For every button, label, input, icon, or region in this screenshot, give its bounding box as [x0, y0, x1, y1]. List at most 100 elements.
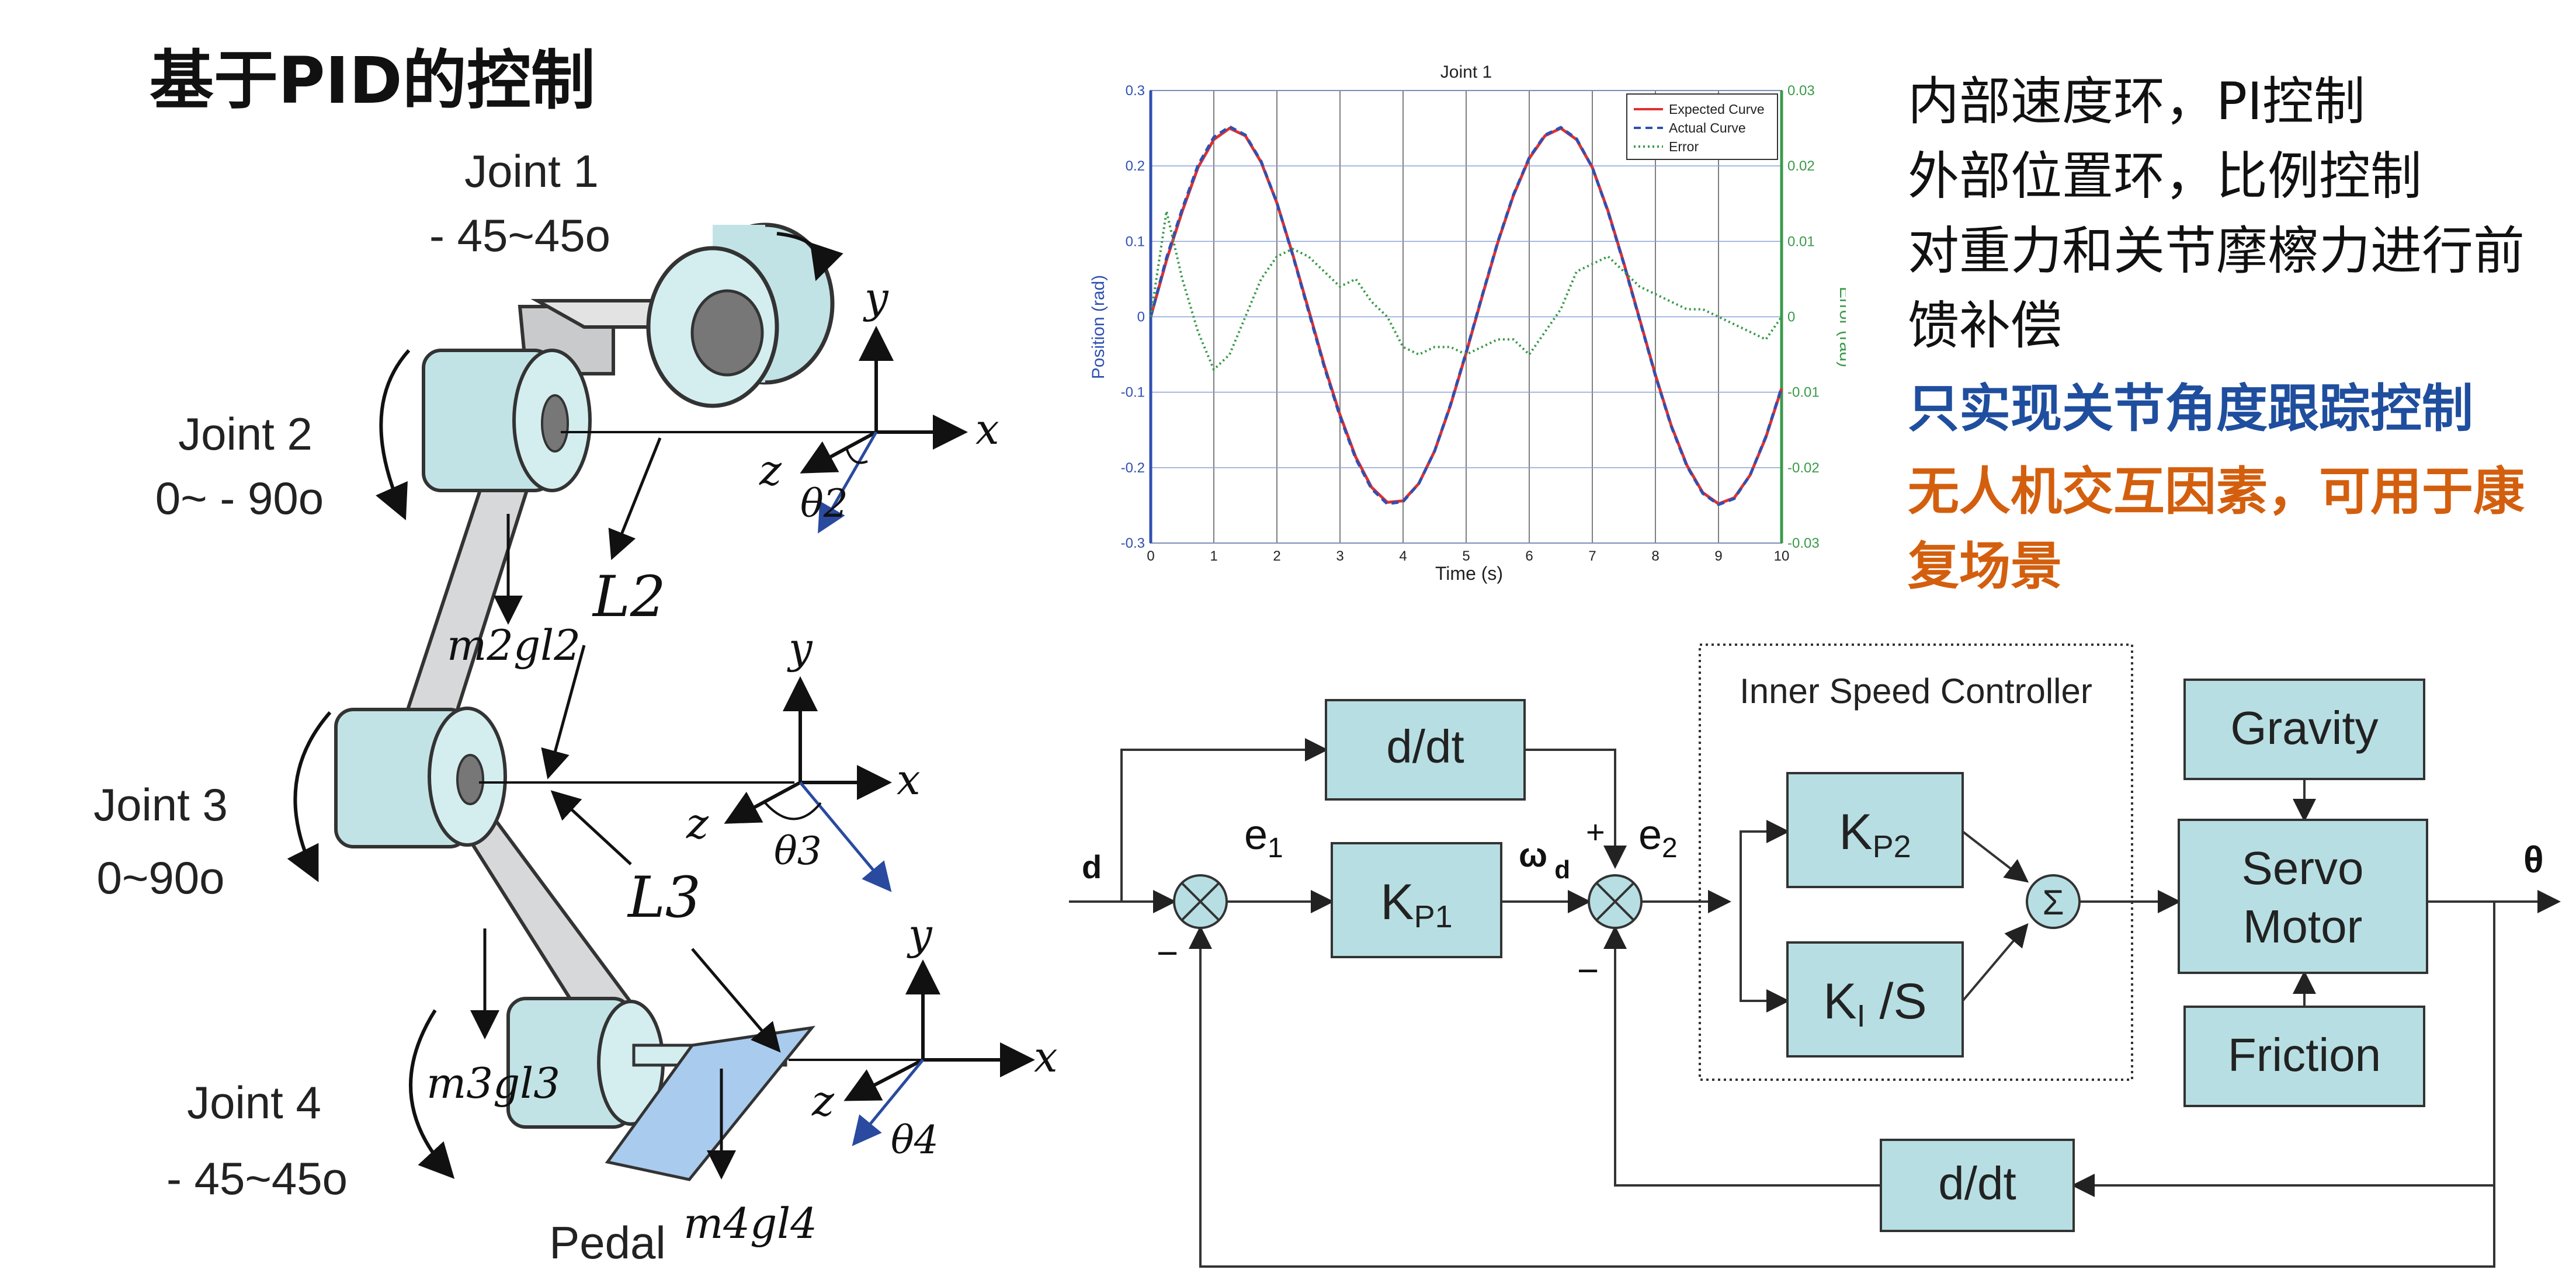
pedal-label: Pedal	[549, 1217, 666, 1268]
bullet-1: 内部速度环，PI控制	[1908, 71, 2366, 131]
joint-1-name: Joint 1	[464, 145, 599, 197]
inner-speed-controller-title: Inner Speed Controller	[1740, 672, 2092, 711]
joint-1-motor	[646, 222, 843, 408]
joint-2-motor	[376, 349, 592, 520]
sigma-sum-node: Σ	[2026, 874, 2081, 929]
y-tick-label: 0.3	[1126, 83, 1145, 99]
minus-sign-2: −	[1577, 949, 1599, 992]
frame-3	[479, 676, 892, 892]
joint-1-range: - 45~45o	[429, 210, 610, 261]
sigma-symbol: Σ	[2042, 883, 2064, 922]
y2-tick-label: -0.03	[1787, 535, 1820, 551]
x-tick-label: 0	[1147, 548, 1154, 564]
x-tick-label: 9	[1714, 548, 1722, 564]
legend-label: Expected Curve	[1669, 102, 1765, 117]
y-tick-label: 0	[1137, 309, 1145, 325]
x-tick-label: 8	[1651, 548, 1659, 564]
legend-label: Actual Curve	[1669, 120, 1746, 135]
frame-4	[789, 959, 1035, 1146]
friction-label: Friction	[2228, 1029, 2381, 1081]
y-tick-label: 0.2	[1126, 158, 1145, 174]
l3-label: L3	[627, 865, 701, 930]
frame3-z: z	[686, 799, 709, 848]
frame4-z: z	[811, 1076, 835, 1125]
m4gl4-label: m4gl4	[683, 1199, 817, 1248]
ddt-top-block: d/dt	[1325, 699, 1526, 801]
sum-junction-2	[1588, 874, 1643, 929]
x-tick-label: 5	[1462, 548, 1470, 564]
y-tick-label: -0.1	[1121, 385, 1145, 401]
y-tick-label: 0.1	[1126, 234, 1145, 249]
x-tick-label: 4	[1399, 548, 1407, 564]
y2-tick-label: -0.02	[1787, 460, 1820, 476]
robot-arm-illustration: Joint 1 - 45~45o Joint 2 0~ - 90o Joint …	[93, 145, 1058, 1268]
minus-sign-1: −	[1157, 932, 1178, 974]
joint-2-range: 0~ - 90o	[155, 472, 324, 524]
x-tick-label: 3	[1336, 548, 1343, 564]
frame4-y: y	[907, 910, 933, 959]
joint-3-range: 0~90o	[96, 852, 224, 903]
joint-4-name: Joint 4	[187, 1077, 321, 1128]
y2-tick-label: 0.01	[1787, 234, 1815, 249]
joint-4-range: - 45~45o	[166, 1153, 348, 1204]
x-tick-label: 10	[1774, 548, 1790, 564]
bullet-4: 只实现关节角度跟踪控制	[1908, 378, 2474, 439]
x-tick-label: 7	[1588, 548, 1596, 564]
ddt-bottom-block: d/dt	[1880, 1139, 2075, 1232]
frame2-y: y	[863, 273, 889, 322]
y-tick-label: -0.2	[1121, 460, 1145, 476]
joint-3-motor	[287, 707, 507, 882]
bullet-list: 内部速度环，PI控制 外部位置环，比例控制 对重力和关节摩檫力进行前馈补偿 只实…	[1908, 64, 2574, 604]
series-line-actual-curve	[1149, 125, 1783, 506]
omega-d-label: ω d	[1519, 836, 1570, 884]
m2gl2-label: m2gl2	[447, 621, 581, 670]
theta2-label: θ2	[800, 481, 848, 526]
inner-speed-controller-box	[1699, 644, 2133, 1081]
pid-block-diagram: Inner Speed Controller Σ d/dt KP1 KP2	[1069, 644, 2561, 1268]
chart-xlabel: Time (s)	[1435, 563, 1503, 584]
theta4-label: θ4	[891, 1118, 939, 1163]
bullet-5: 无人机交互因素，可用于康复场景	[1908, 461, 2525, 596]
frame3-y: y	[787, 624, 813, 673]
gravity-block: Gravity	[2183, 679, 2425, 780]
x-tick-label: 2	[1273, 548, 1280, 564]
joint-3-name: Joint 3	[93, 779, 228, 830]
y2-tick-label: -0.01	[1787, 385, 1820, 401]
plus-sign: +	[1586, 813, 1605, 850]
kp1-block: KP1	[1331, 842, 1502, 958]
friction-block: Friction	[2183, 1006, 2425, 1107]
frame2-z: z	[759, 446, 782, 495]
frame3-x: x	[897, 755, 921, 804]
y2-tick-label: 0	[1787, 309, 1795, 325]
x-tick-label: 1	[1210, 548, 1217, 564]
slide-title: 基于PID的控制	[150, 43, 595, 118]
m3gl3-label: m3gl3	[426, 1059, 560, 1108]
y2-tick-label: 0.03	[1787, 83, 1815, 99]
joint-2-name: Joint 2	[178, 408, 313, 460]
bullet-2: 外部位置环，比例控制	[1908, 146, 2422, 206]
output-theta: θ	[2523, 839, 2544, 881]
y2-tick-label: 0.02	[1787, 158, 1815, 174]
frame2-x: x	[975, 405, 999, 454]
kp2-block: KP2	[1786, 772, 1964, 888]
l2-label: L2	[592, 564, 666, 629]
arm-links	[389, 299, 716, 1042]
ki-label: KI /S	[1823, 973, 1927, 1034]
ki-block: KI /S	[1786, 941, 1964, 1058]
servo-label: Servo	[2242, 842, 2364, 894]
gravity-arrows	[470, 514, 736, 1180]
e2-label: e2	[1638, 812, 1678, 864]
legend-label: Error	[1669, 139, 1699, 154]
frame-2	[561, 326, 968, 534]
chart-title: Joint 1	[1440, 62, 1492, 82]
chart-ylabel: Position (rad)	[1089, 275, 1108, 379]
e1-label: e1	[1244, 812, 1283, 864]
length-annotations	[541, 437, 781, 1053]
bullet-3: 对重力和关节摩檫力进行前馈补偿	[1908, 221, 2525, 356]
y-tick-label: -0.3	[1121, 535, 1145, 551]
series-line-error	[1150, 211, 1783, 372]
servo-motor-block: Servo Motor	[2178, 819, 2428, 974]
chart-y2label: Error (rad)	[1836, 287, 1846, 367]
